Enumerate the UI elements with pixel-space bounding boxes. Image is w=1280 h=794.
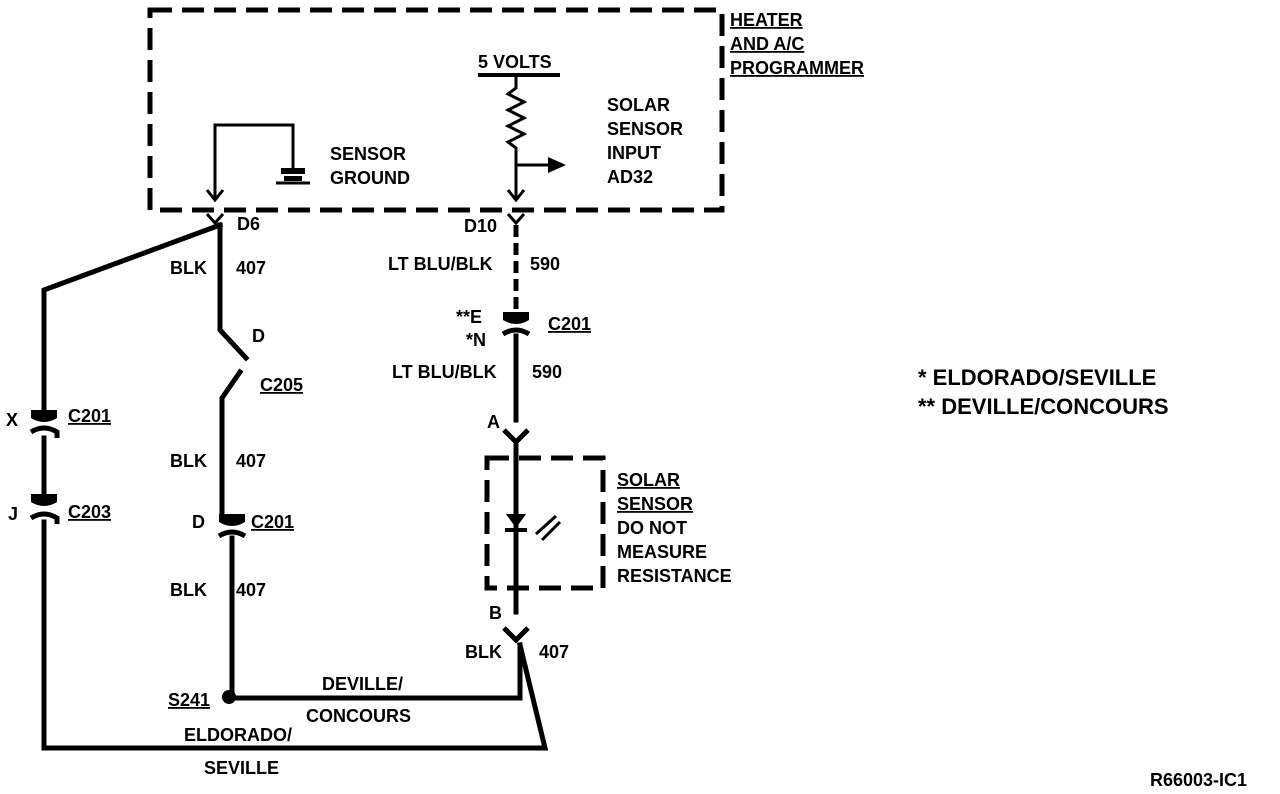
legend-single-star: * ELDORADO/SEVILLE <box>918 365 1156 390</box>
pin-d6-label: D6 <box>237 214 260 234</box>
sensor-ground-circuit <box>205 123 310 203</box>
branch-eldorado-label-2: SEVILLE <box>204 758 279 778</box>
connector-pin-b: B <box>489 603 502 623</box>
wire-circuit-407-1: 407 <box>236 258 266 278</box>
solar-sensor-box <box>484 455 606 591</box>
connector-c201-right: C201 <box>548 314 591 334</box>
branch-eldorado-label-1: ELDORADO/ <box>184 725 292 745</box>
branch-deville-label-2: CONCOURS <box>306 706 411 726</box>
wire-deville-return <box>229 642 523 701</box>
solar-input-label-1: SOLAR <box>607 95 670 115</box>
photodiode-icon <box>506 514 526 528</box>
solar-input-label-3: INPUT <box>607 143 661 163</box>
wire-eldorado-ground <box>41 221 549 751</box>
connector-symbols <box>29 312 531 644</box>
programmer-box <box>147 7 725 213</box>
pin-d10-label: D10 <box>464 216 497 236</box>
connector-pin-a: A <box>487 412 500 432</box>
connector-pin-d-top: D <box>252 326 265 346</box>
splice-s241 <box>222 690 236 704</box>
pullup-resistor <box>478 73 566 203</box>
supply-voltage-label: 5 VOLTS <box>478 52 552 72</box>
wire-color-blk-4: BLK <box>465 642 502 662</box>
solar-input-label-4: AD32 <box>607 167 653 187</box>
connector-pin-j: J <box>8 504 18 524</box>
wire-blk-407 <box>217 222 250 698</box>
wire-circuit-407-3: 407 <box>236 580 266 600</box>
solar-sensor-label-1: SOLAR <box>617 470 680 490</box>
solar-sensor-circuit <box>484 443 606 615</box>
wire-circuit-590-1: 590 <box>530 254 560 274</box>
wire-circuit-407-2: 407 <box>236 451 266 471</box>
pin-d6-symbol <box>205 213 225 226</box>
legend-double-star: ** DEVILLE/CONCOURS <box>918 394 1169 419</box>
branch-deville-label-1: DEVILLE/ <box>322 674 403 694</box>
figure-id: R66003-IC1 <box>1150 770 1247 790</box>
wire-color-blk-1: BLK <box>170 258 207 278</box>
pin-d10-symbol <box>506 213 526 226</box>
ground-symbol-icon <box>276 168 310 185</box>
solar-sensor-label-4: MEASURE <box>617 542 707 562</box>
splice-s241-label: S241 <box>168 690 210 710</box>
wire-color-blk-2: BLK <box>170 451 207 471</box>
connector-pin-d-c201: D <box>192 512 205 532</box>
connector-pin-x: X <box>6 410 18 430</box>
connector-c205: C205 <box>260 375 303 395</box>
solar-sensor-label-2: SENSOR <box>617 494 693 514</box>
solar-sensor-label-3: DO NOT <box>617 518 687 538</box>
wire-color-ltblu-2: LT BLU/BLK <box>392 362 497 382</box>
programmer-title-line1: HEATER <box>730 10 803 30</box>
connector-c201-middle: C201 <box>251 512 294 532</box>
programmer-title-line2: AND A/C <box>730 34 804 54</box>
wire-circuit-590-2: 590 <box>532 362 562 382</box>
input-arrow-icon <box>548 157 566 173</box>
programmer-title-line3: PROGRAMMER <box>730 58 864 78</box>
wire-color-ltblu-1: LT BLU/BLK <box>388 254 493 274</box>
connector-c201-left: C201 <box>68 406 111 426</box>
sensor-ground-label-2: GROUND <box>330 168 410 188</box>
connector-pin-n: *N <box>466 330 486 350</box>
sensor-ground-label-1: SENSOR <box>330 144 406 164</box>
solar-sensor-label-5: RESISTANCE <box>617 566 732 586</box>
wire-circuit-407-4: 407 <box>539 642 569 662</box>
wire-color-blk-3: BLK <box>170 580 207 600</box>
solar-input-label-2: SENSOR <box>607 119 683 139</box>
connector-c203: C203 <box>68 502 111 522</box>
connector-pin-e: **E <box>456 307 482 327</box>
